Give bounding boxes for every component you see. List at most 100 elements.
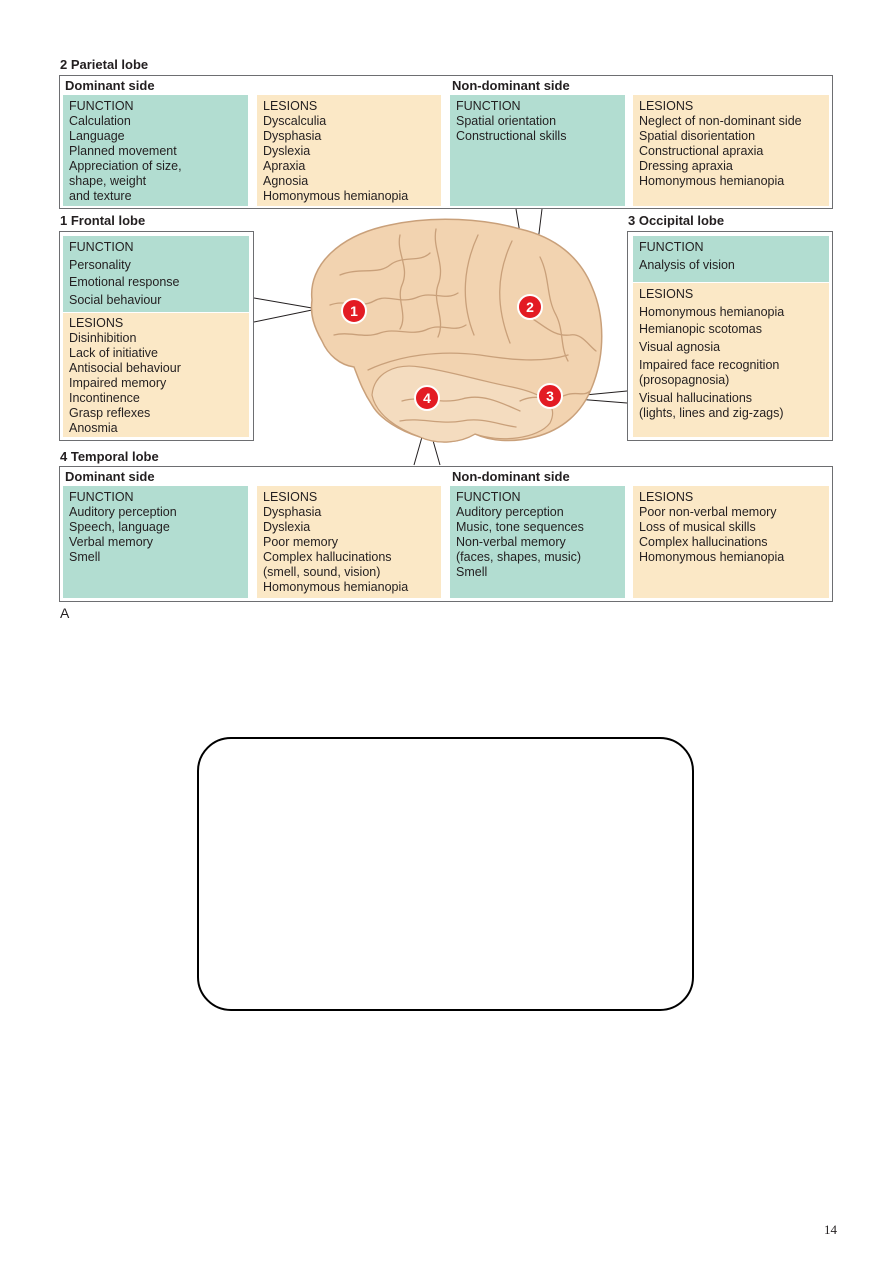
lesion-item: Poor non-verbal memory: [639, 505, 823, 520]
lesion-item: Constructional apraxia: [639, 144, 823, 159]
lesion-item: Spatial disorientation: [639, 129, 823, 144]
function-item: and texture: [69, 189, 242, 204]
temporal-nondominant-function-box: FUNCTION Auditory perception Music, tone…: [450, 486, 625, 598]
svg-text:2: 2: [526, 299, 534, 315]
function-item: Non-verbal memory: [456, 535, 619, 550]
lesion-item: (prosopagnosia): [639, 373, 823, 388]
parietal-dominant-function-box: FUNCTION Calculation Language Planned mo…: [63, 95, 248, 206]
lesion-item: Dyslexia: [263, 520, 435, 535]
frontal-title: 1 Frontal lobe: [60, 213, 145, 228]
function-item: (faces, shapes, music): [456, 550, 619, 565]
lesion-item: Neglect of non-dominant side: [639, 114, 823, 129]
lesions-heading: LESIONS: [639, 286, 823, 304]
lesion-item: Homonymous hemianopia: [263, 580, 435, 595]
lesion-item: Anosmia: [69, 421, 243, 436]
parietal-nondominant-function-box: FUNCTION Spatial orientation Constructio…: [450, 95, 625, 206]
lesion-item: Grasp reflexes: [69, 406, 243, 421]
temporal-nondominant-lesions-box: LESIONS Poor non-verbal memory Loss of m…: [633, 486, 829, 598]
function-item: Constructional skills: [456, 129, 619, 144]
occipital-lesions-box: LESIONS Homonymous hemianopia Hemianopic…: [633, 283, 829, 437]
function-item: Music, tone sequences: [456, 520, 619, 535]
lesions-heading: LESIONS: [69, 316, 243, 331]
function-item: Verbal memory: [69, 535, 242, 550]
temporal-dominant-title: Dominant side: [65, 469, 155, 484]
temporal-dominant-lesions-box: LESIONS Dysphasia Dyslexia Poor memory C…: [257, 486, 441, 598]
parietal-title: 2 Parietal lobe: [60, 57, 148, 72]
lesion-item: Dyscalculia: [263, 114, 435, 129]
marker-3: 3: [538, 384, 562, 408]
lesion-item: Homonymous hemianopia: [639, 304, 823, 322]
marker-4: 4: [415, 386, 439, 410]
function-item: Calculation: [69, 114, 242, 129]
marker-2: 2: [518, 295, 542, 319]
function-heading: FUNCTION: [69, 490, 242, 505]
lesion-item: (smell, sound, vision): [263, 565, 435, 580]
lesion-item: Incontinence: [69, 391, 243, 406]
svg-text:1: 1: [350, 303, 358, 319]
function-heading: FUNCTION: [69, 99, 242, 114]
lesion-item: Agnosia: [263, 174, 435, 189]
parietal-nondominant-title: Non-dominant side: [452, 78, 570, 93]
lesion-item: Disinhibition: [69, 331, 243, 346]
function-heading: FUNCTION: [456, 490, 619, 505]
lesion-item: Complex hallucinations: [639, 535, 823, 550]
function-heading: FUNCTION: [456, 99, 619, 114]
function-item: Auditory perception: [69, 505, 242, 520]
function-item: Auditory perception: [456, 505, 619, 520]
lesion-item: Dressing apraxia: [639, 159, 823, 174]
lesion-item: Dysphasia: [263, 129, 435, 144]
lesion-item: Loss of musical skills: [639, 520, 823, 535]
occipital-title: 3 Occipital lobe: [628, 213, 724, 228]
brain-illustration: 1 2 3 4: [250, 205, 630, 470]
function-item: Emotional response: [69, 274, 243, 292]
function-item: Speech, language: [69, 520, 242, 535]
function-item: Analysis of vision: [639, 257, 823, 275]
lesions-heading: LESIONS: [263, 99, 435, 114]
frontal-lesions-box: LESIONS Disinhibition Lack of initiative…: [63, 313, 249, 437]
marker-1: 1: [342, 299, 366, 323]
occipital-function-box: FUNCTION Analysis of vision: [633, 236, 829, 282]
lesion-item: Impaired memory: [69, 376, 243, 391]
lesion-item: Impaired face recognition: [639, 358, 823, 373]
function-item: Language: [69, 129, 242, 144]
lesion-item: Visual agnosia: [639, 339, 823, 357]
page-number: 14: [824, 1222, 837, 1238]
parietal-nondominant-lesions-box: LESIONS Neglect of non-dominant side Spa…: [633, 95, 829, 206]
function-item: Smell: [456, 565, 619, 580]
lesion-item: Antisocial behaviour: [69, 361, 243, 376]
function-item: Spatial orientation: [456, 114, 619, 129]
lesions-heading: LESIONS: [639, 99, 823, 114]
temporal-title: 4 Temporal lobe: [60, 449, 159, 464]
lesion-item: Dysphasia: [263, 505, 435, 520]
function-item: Social behaviour: [69, 292, 243, 310]
function-item: Appreciation of size,: [69, 159, 242, 174]
function-item: Planned movement: [69, 144, 242, 159]
lesion-item: Poor memory: [263, 535, 435, 550]
function-heading: FUNCTION: [69, 239, 243, 257]
lesions-heading: LESIONS: [263, 490, 435, 505]
lesion-item: Apraxia: [263, 159, 435, 174]
parietal-dominant-title: Dominant side: [65, 78, 155, 93]
lesion-item: Homonymous hemianopia: [263, 189, 435, 204]
lesions-heading: LESIONS: [639, 490, 823, 505]
empty-rounded-box: [197, 737, 694, 1011]
lesion-item: Visual hallucinations: [639, 391, 823, 406]
parietal-dominant-lesions-box: LESIONS Dyscalculia Dysphasia Dyslexia A…: [257, 95, 441, 206]
svg-text:3: 3: [546, 388, 554, 404]
function-item: shape, weight: [69, 174, 242, 189]
figure-label: A: [60, 605, 69, 621]
lesion-item: Homonymous hemianopia: [639, 550, 823, 565]
svg-text:4: 4: [423, 390, 431, 406]
temporal-dominant-function-box: FUNCTION Auditory perception Speech, lan…: [63, 486, 248, 598]
function-item: Smell: [69, 550, 242, 565]
lesion-item: Homonymous hemianopia: [639, 174, 823, 189]
lesion-item: Complex hallucinations: [263, 550, 435, 565]
lesion-item: Dyslexia: [263, 144, 435, 159]
lesion-item: Lack of initiative: [69, 346, 243, 361]
temporal-nondominant-title: Non-dominant side: [452, 469, 570, 484]
frontal-function-box: FUNCTION Personality Emotional response …: [63, 236, 249, 312]
function-heading: FUNCTION: [639, 239, 823, 257]
lesion-item: Hemianopic scotomas: [639, 321, 823, 339]
function-item: Personality: [69, 257, 243, 275]
lesion-item: (lights, lines and zig-zags): [639, 406, 823, 421]
